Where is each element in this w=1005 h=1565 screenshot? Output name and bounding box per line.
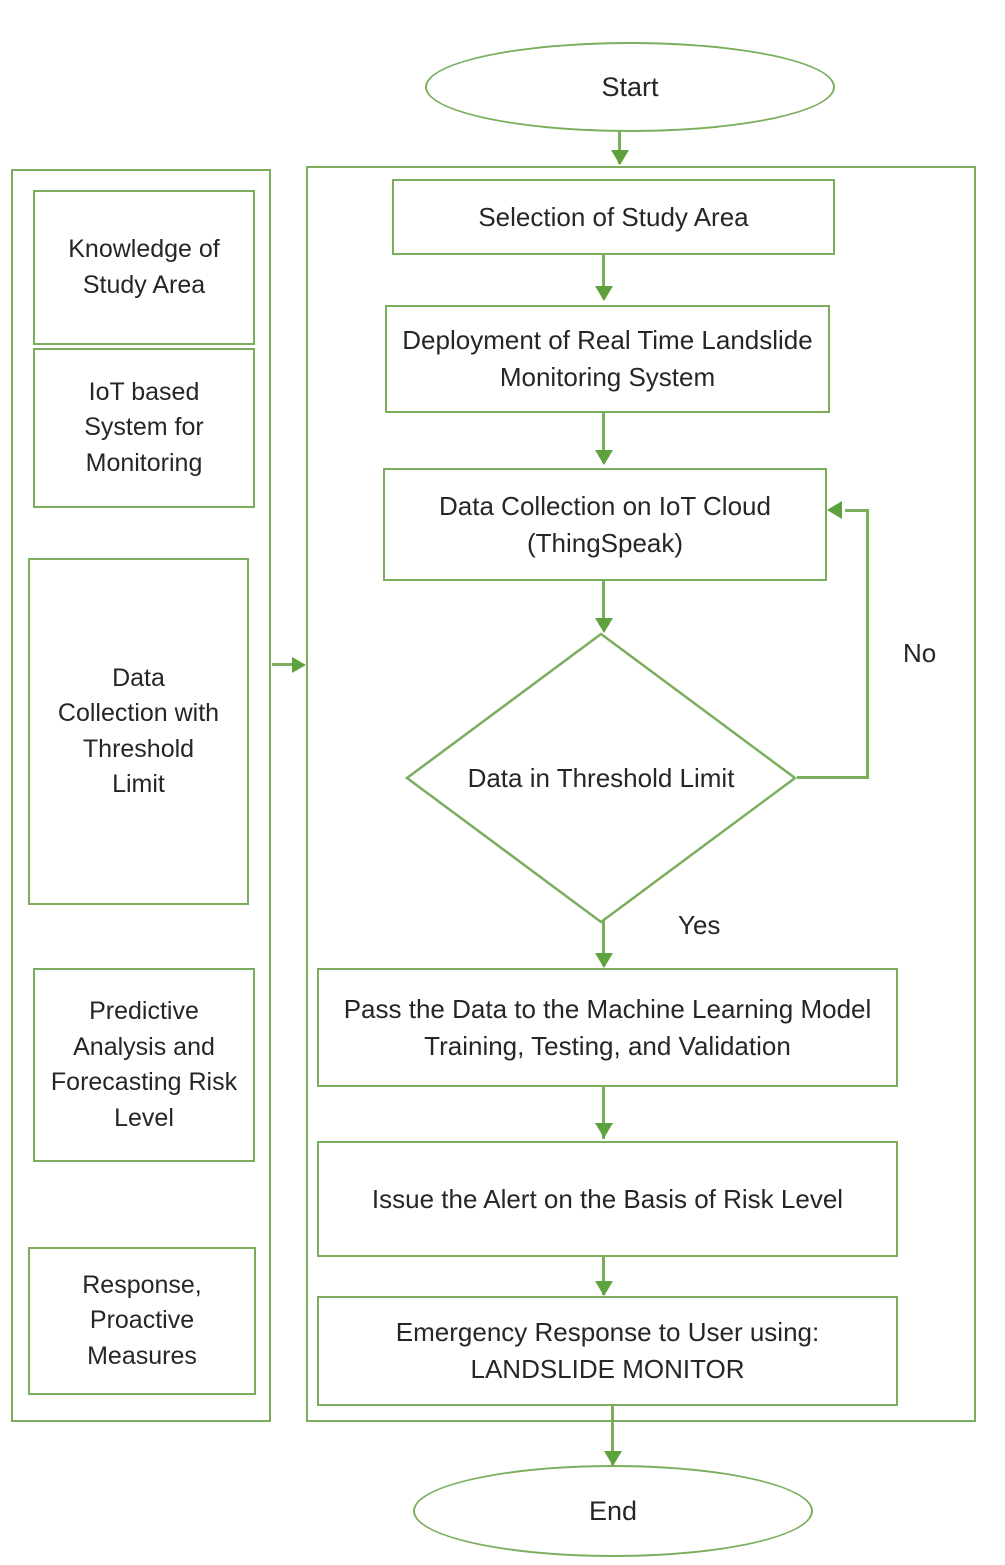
sidebar-item-iot-based-system[interactable]: IoT based System for Monitoring [33,348,255,508]
node-emergency-response-landslide-monitor[interactable]: Emergency Response to User using: LANDSL… [317,1296,898,1406]
node-label: Emergency Response to User using: LANDSL… [395,1317,820,1384]
arrowhead-start-to-selection [611,150,629,165]
sidebar-item-knowledge-of-study-area[interactable]: Knowledge of Study Area [33,190,255,345]
connector-collection-to-decision [602,581,605,629]
arrowhead-sidebar-to-main [292,657,306,673]
end-label: End [588,1495,638,1526]
diamond-shape [404,632,798,924]
sidebar-item-label: Knowledge of Study Area [68,235,220,299]
sidebar-item-label: Response, Proactive Measures [82,1270,202,1370]
connector-response-to-end [611,1406,614,1473]
connector-selection-to-deployment [602,255,605,299]
sidebar-item-response-proactive[interactable]: Response, Proactive Measures [28,1247,256,1395]
sidebar-item-label: Data Collection with Threshold Limit [57,663,220,799]
node-label: Selection of Study Area [478,201,749,232]
sidebar-item-data-collection-threshold[interactable]: Data Collection with Threshold Limit [28,558,249,905]
sidebar-item-label: Predictive Analysis and Forecasting Risk… [50,997,238,1132]
arrowhead-selection-to-deployment [595,286,613,301]
start-terminator: Start [425,42,835,132]
connector-sidebar-to-main [272,663,294,666]
decision-label: Data in Threshold Limit [467,762,735,793]
connector-start-to-selection [618,130,621,164]
sidebar-container [11,169,271,1422]
main-flow-container [306,166,976,1422]
arrowhead-collection-to-decision [595,618,613,633]
sidebar-item-label: IoT based System for Monitoring [84,377,204,477]
arrowhead-response-to-end [604,1451,622,1466]
arrowhead-alert-to-response [595,1281,613,1296]
connector-no-horizontal-top [845,509,869,512]
node-data-collection-iot-cloud[interactable]: Data Collection on IoT Cloud (ThingSpeak… [383,468,827,581]
node-label: Issue the Alert on the Basis of Risk Lev… [371,1183,844,1214]
connector-alert-to-response [602,1257,605,1295]
arrowhead-no-into-collection [827,501,842,519]
node-deployment-monitoring-system[interactable]: Deployment of Real Time Landslide Monito… [385,305,830,413]
node-label: Pass the Data to the Machine Learning Mo… [343,993,872,1061]
end-terminator: End [413,1465,813,1557]
connector-no-horizontal-bottom [797,776,869,779]
node-pass-data-to-ml-model[interactable]: Pass the Data to the Machine Learning Mo… [317,968,898,1087]
connector-ml-to-alert [602,1087,605,1139]
node-label: Deployment of Real Time Landslide Monito… [402,325,813,392]
connector-deployment-to-collection [602,413,605,463]
connector-decision-to-ml [602,920,605,966]
arrowhead-decision-to-ml [595,953,613,968]
node-issue-alert-risk-level[interactable]: Issue the Alert on the Basis of Risk Lev… [317,1141,898,1257]
node-label: Data Collection on IoT Cloud (ThingSpeak… [439,490,771,558]
start-label: Start [601,71,659,102]
node-selection-of-study-area[interactable]: Selection of Study Area [392,179,835,255]
edge-label-no: No [903,638,937,668]
arrowhead-deployment-to-collection [595,450,613,465]
edge-label-yes: Yes [678,910,721,940]
node-decision-data-in-threshold-limit[interactable]: Data in Threshold Limit [404,632,798,924]
sidebar-item-predictive-analysis[interactable]: Predictive Analysis and Forecasting Risk… [33,968,255,1162]
connector-no-vertical [866,509,869,779]
arrowhead-ml-to-alert [595,1123,613,1138]
